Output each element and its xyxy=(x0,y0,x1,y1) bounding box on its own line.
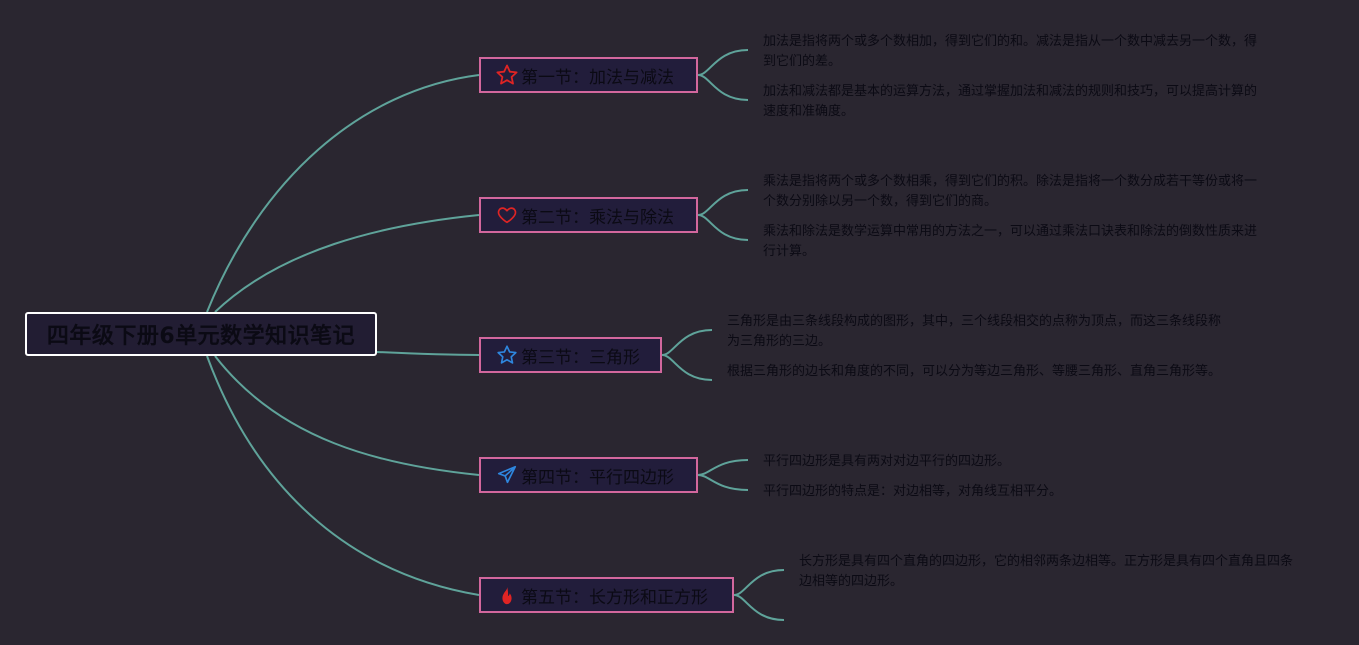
note-3-1[interactable]: 三角形是由三条线段构成的图形，其中，三个线段相交的点称为顶点，而这三条线段称为三… xyxy=(727,314,1222,349)
root-link-2 xyxy=(214,214,480,313)
note-link-2-1 xyxy=(697,189,749,216)
section-title: 第四节：平行四边形 xyxy=(521,467,674,488)
section-title: 第二节：乘法与除法 xyxy=(521,207,674,228)
root-link-3 xyxy=(376,351,480,356)
root-link-1 xyxy=(206,74,480,313)
root-link-4 xyxy=(214,355,480,476)
paper-plane-icon xyxy=(495,463,519,487)
section-title: 第一节：加法与减法 xyxy=(521,67,674,88)
star-outline-icon xyxy=(495,63,519,87)
note-link-4-1 xyxy=(697,459,749,476)
note-1-2[interactable]: 加法和减法都是基本的运算方法，通过掌握加法和减法的规则和技巧，可以提高计算的速度… xyxy=(763,84,1258,119)
note-1-1[interactable]: 加法是指将两个或多个数相加，得到它们的和。减法是指从一个数中减去另一个数，得到它… xyxy=(763,34,1258,69)
note-4-1[interactable]: 平行四边形是具有两对对边平行的四边形。 xyxy=(763,454,1011,469)
note-link-4-2 xyxy=(697,474,749,491)
note-4-2[interactable]: 平行四边形的特点是：对边相等，对角线互相平分。 xyxy=(763,484,1063,499)
section-title: 第五节：长方形和正方形 xyxy=(521,587,708,608)
fire-icon xyxy=(495,583,519,607)
note-link-3-2 xyxy=(661,354,713,381)
note-link-1-1 xyxy=(697,49,749,76)
root-topic[interactable]: 四年级下册6单元数学知识笔记 xyxy=(25,312,377,356)
note-link-3-1 xyxy=(661,329,713,356)
topic-section-3[interactable]: 第三节：三角形 xyxy=(479,337,662,373)
note-2-1[interactable]: 乘法是指将两个或多个数相乘，得到它们的积。除法是指将一个数分成若干等份或将一个数… xyxy=(763,174,1258,209)
note-link-5-1 xyxy=(733,569,785,596)
root-link-5 xyxy=(206,355,480,596)
heart-outline-icon xyxy=(495,203,519,227)
note-link-5-2 xyxy=(733,594,785,621)
topic-section-1[interactable]: 第一节：加法与减法 xyxy=(479,57,698,93)
note-5-1[interactable]: 长方形是具有四个直角的四边形，它的相邻两条边相等。正方形是具有四个直角且四条边相… xyxy=(799,554,1294,589)
section-title: 第三节：三角形 xyxy=(521,347,640,368)
note-link-2-2 xyxy=(697,214,749,241)
star-outline-icon xyxy=(495,343,519,367)
note-2-2[interactable]: 乘法和除法是数学运算中常用的方法之一，可以通过乘法口诀表和除法的倒数性质来进行计… xyxy=(763,224,1258,259)
note-3-2[interactable]: 根据三角形的边长和角度的不同，可以分为等边三角形、等腰三角形、直角三角形等。 xyxy=(727,364,1222,379)
topic-section-5[interactable]: 第五节：长方形和正方形 xyxy=(479,577,734,613)
topic-section-4[interactable]: 第四节：平行四边形 xyxy=(479,457,698,493)
note-link-1-2 xyxy=(697,74,749,101)
topic-section-2[interactable]: 第二节：乘法与除法 xyxy=(479,197,698,233)
